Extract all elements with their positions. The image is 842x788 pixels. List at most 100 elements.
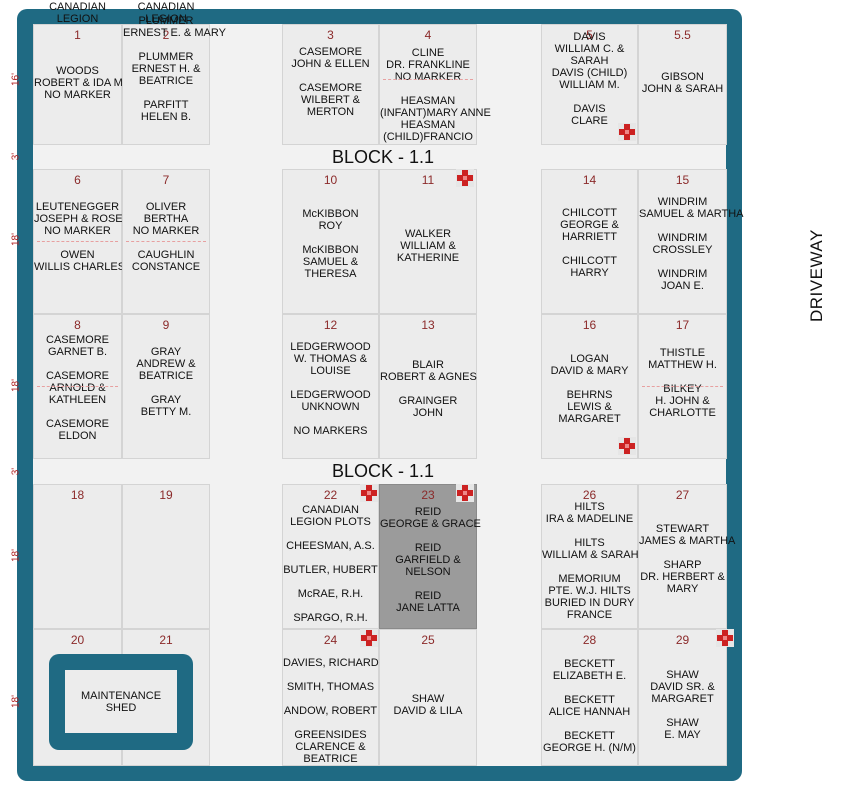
plot-name-line: CASEMORE [299, 46, 362, 58]
plot-name-line: MATTHEW H. [648, 359, 717, 371]
plot-name-line: SHARP [663, 559, 702, 571]
plot-name-line: DR. FRANKLINE [386, 59, 470, 71]
plot-name-line: DAVIS [573, 103, 606, 115]
plot-divider [642, 386, 723, 387]
plot-number: 9 [162, 318, 170, 332]
plot-name-line: GRAY [150, 394, 182, 406]
plot-name-line: ARNOLD & [49, 382, 106, 394]
plot-name-line: SMITH, THOMAS [286, 681, 375, 693]
plot-name-line: HARRY [570, 267, 609, 279]
plot-name-line: (INFANT)MARY ANNE [380, 107, 491, 119]
plot-name-line: BECKETT [564, 694, 615, 706]
plot-number: 3 [327, 28, 334, 42]
driveway-label: DRIVEWAY [807, 229, 826, 322]
plot-name-line: CANADIAN [302, 504, 359, 516]
plot-number: 12 [323, 318, 338, 332]
plot-name-line: WINDRIM [657, 196, 708, 208]
plot-name-line: DAVID & LILA [393, 705, 463, 717]
plot-name-line: SAMUEL & MARTHA [639, 208, 744, 220]
plot-name-line: ROBERT & AGNES [380, 371, 477, 383]
plot-name-line: KATHERINE [396, 252, 460, 264]
plot-name-line: OLIVER [145, 201, 187, 213]
plot-name-line: JOHN & ELLEN [291, 58, 370, 70]
plot-name-line: CASEMORE [46, 370, 109, 382]
plot-name-line: UNKNOWN [301, 401, 360, 413]
plot-number: 14 [582, 173, 597, 187]
plot-number: 16 [582, 318, 597, 332]
plot-name-line: REID [414, 590, 442, 602]
plot-number: 10 [323, 173, 338, 187]
plot-name-line: GEORGE & [560, 219, 619, 231]
plot-number: 23 [421, 488, 435, 502]
plot-name-line: STEWART [655, 523, 710, 535]
plot-name-line: WINDRIM [657, 232, 708, 244]
plot-name-line: MEMORIUM [558, 573, 621, 585]
plot-name-line: HILTS [574, 537, 605, 549]
plot-name-line: JANE LATTA [396, 602, 460, 614]
plot-name-line: BUTLER, HUBERT [283, 564, 378, 576]
plot-name-line: WILLIAM M. [559, 79, 620, 91]
plot-name-line: CHILCOTT [562, 255, 617, 267]
dimension-label: 18' [10, 548, 22, 563]
plot-name-line: PLUMMER [138, 51, 194, 63]
dimension-label: 18' [10, 378, 22, 393]
plot-name-line: McRAE, R.H. [297, 588, 364, 600]
plot-number: 24 [323, 633, 338, 647]
plot-name-line: CANADIAN [137, 1, 195, 13]
plot-name-line: NELSON [405, 566, 451, 578]
plot-name-line: JOHN [413, 407, 443, 419]
plot-name-line: KATHLEEN [48, 394, 107, 406]
plot-name-line: MERTON [306, 106, 355, 118]
plot-name-line: E. MAY [664, 729, 701, 741]
plot-name-line: CROSSLEY [652, 244, 713, 256]
grave-marker-icon [360, 484, 378, 502]
plot-name-line: GARFIELD & [395, 554, 461, 566]
plot-name-line: GARNET B. [47, 346, 108, 358]
plot-name-line: CLARENCE & [295, 741, 366, 753]
plot-name-line: McKIBBON [302, 208, 359, 220]
plot-name-line: LEDGERWOOD [290, 341, 371, 353]
plot-name-line: H. JOHN & [655, 395, 710, 407]
plot-name-line: BECKETT [564, 730, 615, 742]
plot-name-line: NO MARKER [44, 225, 111, 237]
plot-name-line: ROBERT & IDA MAY [34, 77, 137, 89]
plot-number: 2 [162, 28, 170, 42]
plot-name-line: BEHRNS [566, 389, 613, 401]
plot-name-line: JOAN E. [661, 280, 704, 292]
plot-name-line: PARFITT [143, 99, 189, 111]
plot-name-line: DAVIES, RICHARD [283, 657, 379, 669]
plot-number: 6 [74, 173, 81, 187]
plot-number: 13 [421, 318, 435, 332]
plot-name-line: PTE. W.J. HILTS [548, 585, 631, 597]
plot-name-line: THERESA [304, 268, 357, 280]
plot-name-line: GEORGE & GRACE [380, 518, 481, 530]
plot-name-line: LEWIS & [567, 401, 612, 413]
plot-name-line: CASEMORE [46, 418, 109, 430]
plot-divider [126, 241, 206, 242]
plot-name-line: GIBSON [661, 71, 704, 83]
plot-number: 15 [675, 173, 690, 187]
